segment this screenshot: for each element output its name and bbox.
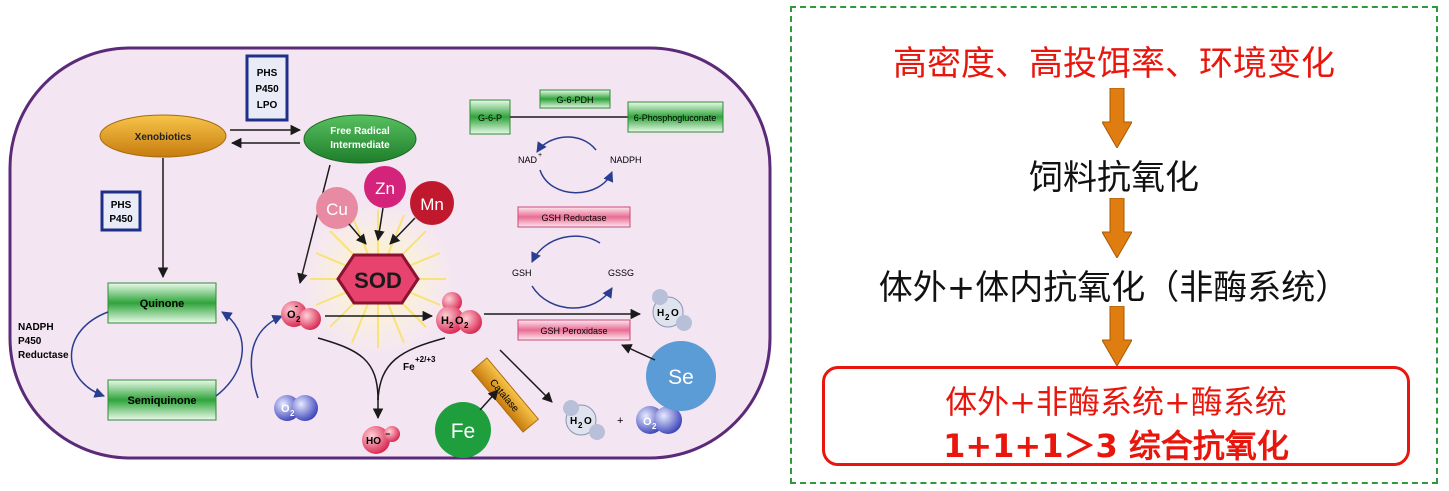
water-bottom-o: O [584, 416, 592, 427]
p450-label-2: P450 [109, 214, 133, 225]
fe-label: Fe [451, 420, 476, 443]
h2o2-molecule: H 2 O 2 [436, 292, 482, 334]
o2-left-sub: 2 [290, 409, 295, 418]
nadp-sup: + [538, 152, 542, 159]
superoxide-sup: - [295, 301, 298, 311]
g6pdh-box: G-6-PDH [539, 89, 611, 109]
phosphogluconate-box: 6-Phosphogluconate [627, 101, 724, 133]
gsh-label: GSH [512, 268, 532, 278]
integrated-line-2: 1+1+1＞3 综合抗氧化 [943, 427, 1289, 465]
water-bottom-h: H [570, 416, 577, 427]
o2-molecule-left: O 2 [274, 395, 318, 421]
water-top-h: H [657, 308, 664, 319]
quinone-label: Quinone [140, 298, 185, 310]
nadp-label: NAD [518, 155, 538, 165]
non-enzyme-system-text: 体外+体内抗氧化（非酶系统） [878, 268, 1350, 308]
nadph-label: NADPH [610, 155, 642, 165]
antioxidant-pathway-diagram: PHS P450 LPO Xenobiotics Free Radical In… [8, 46, 772, 460]
g6p-label: G-6-P [478, 113, 502, 123]
nadph-reductase-line-3: Reductase [18, 350, 69, 361]
fe-catalyst-sup: +2/+3 [415, 355, 436, 364]
p450-label: P450 [255, 84, 279, 95]
xenobiotics-label: Xenobiotics [135, 132, 192, 143]
h2o2-sub2: 2 [464, 321, 469, 330]
gsh-reductase-label: GSH Reductase [541, 213, 606, 223]
superoxide-o-label: O [287, 309, 296, 321]
g6p-box: G-6-P [469, 99, 511, 135]
plus-sign: + [617, 415, 623, 427]
cu-label: Cu [326, 200, 348, 219]
fe-catalyst-label: Fe [403, 362, 415, 373]
zn-circle: Zn [364, 166, 406, 208]
water-molecule-bottom: H 2 O [563, 400, 605, 440]
nadph-reductase-line-2: P450 [18, 336, 42, 347]
sod-node: SOD [300, 201, 456, 357]
feed-antioxidant-text: 饲料抗氧化 [1029, 158, 1199, 198]
fe-circle: Fe [435, 402, 491, 458]
water-top-sub: 2 [665, 313, 670, 322]
semiquinone-label: Semiquinone [127, 395, 196, 407]
free-radical-label-2: Intermediate [330, 140, 390, 151]
h2o2-o-label: O [455, 315, 464, 327]
integrated-antioxidant-box: 体外+非酶系统+酶系统 1+1+1＞3 综合抗氧化 [822, 366, 1410, 466]
gssg-label: GSSG [608, 268, 634, 278]
nadph-reductase-line-1: NADPH [18, 322, 54, 333]
o2-molecule-right: O 2 [636, 406, 682, 434]
gsh-peroxidase-bar: GSH Peroxidase [517, 319, 631, 341]
arrow-down-icon [1102, 88, 1132, 148]
sod-label: SOD [354, 268, 402, 293]
free-radical-node: Free Radical Intermediate [303, 114, 417, 164]
zn-label: Zn [375, 179, 395, 198]
gsh-peroxidase-label: GSH Peroxidase [540, 326, 607, 336]
lpo-label: LPO [257, 100, 278, 111]
gsh-reductase-bar: GSH Reductase [517, 206, 631, 228]
integrated-line-1: 体外+非酶系统+酶系统 [945, 383, 1287, 421]
hydroxyl-label: HO [366, 436, 381, 447]
arrow-down-icon [1102, 198, 1132, 258]
phs-label-2: PHS [111, 200, 132, 211]
semiquinone-node: Semiquinone [107, 379, 217, 421]
antioxidant-summary-panel: 高密度、高投饵率、环境变化 饲料抗氧化 体外+体内抗氧化（非酶系统） 体外+非酶… [790, 6, 1438, 484]
phs-p450-lpo-box: PHS P450 LPO [245, 54, 289, 122]
hydroxyl-molecule: HO − [362, 426, 400, 454]
o2-right-sub: 2 [652, 422, 657, 431]
g6pdh-label: G-6-PDH [556, 95, 593, 105]
nadph-p450-reductase-label: NADPH P450 Reductase [18, 322, 69, 361]
se-label: Se [668, 366, 694, 389]
o2-right-o: O [643, 416, 652, 428]
cu-circle: Cu [316, 187, 358, 229]
superoxide-molecule: O 2 - [281, 301, 321, 330]
phs-label: PHS [257, 68, 278, 79]
o2-left-o: O [281, 403, 290, 415]
water-bottom-sub: 2 [578, 421, 583, 430]
hydroxyl-sup: − [385, 429, 390, 439]
h2o2-h-label: H [441, 315, 449, 327]
free-radical-label-1: Free Radical [330, 126, 390, 137]
stress-factors-text: 高密度、高投饵率、环境变化 [893, 44, 1335, 84]
h2o2-sub1: 2 [449, 321, 454, 330]
water-molecule-top: H 2 O [652, 289, 692, 331]
phosphogluconate-label: 6-Phosphogluconate [634, 113, 717, 123]
xenobiotics-node: Xenobiotics [99, 114, 227, 158]
arrow-down-icon [1102, 306, 1132, 366]
mn-label: Mn [420, 195, 444, 214]
mn-circle: Mn [410, 181, 454, 225]
water-top-o: O [671, 308, 679, 319]
superoxide-sub: 2 [296, 315, 301, 324]
phs-p450-box: PHS P450 [100, 190, 142, 232]
se-circle: Se [646, 341, 716, 411]
quinone-node: Quinone [107, 282, 217, 324]
